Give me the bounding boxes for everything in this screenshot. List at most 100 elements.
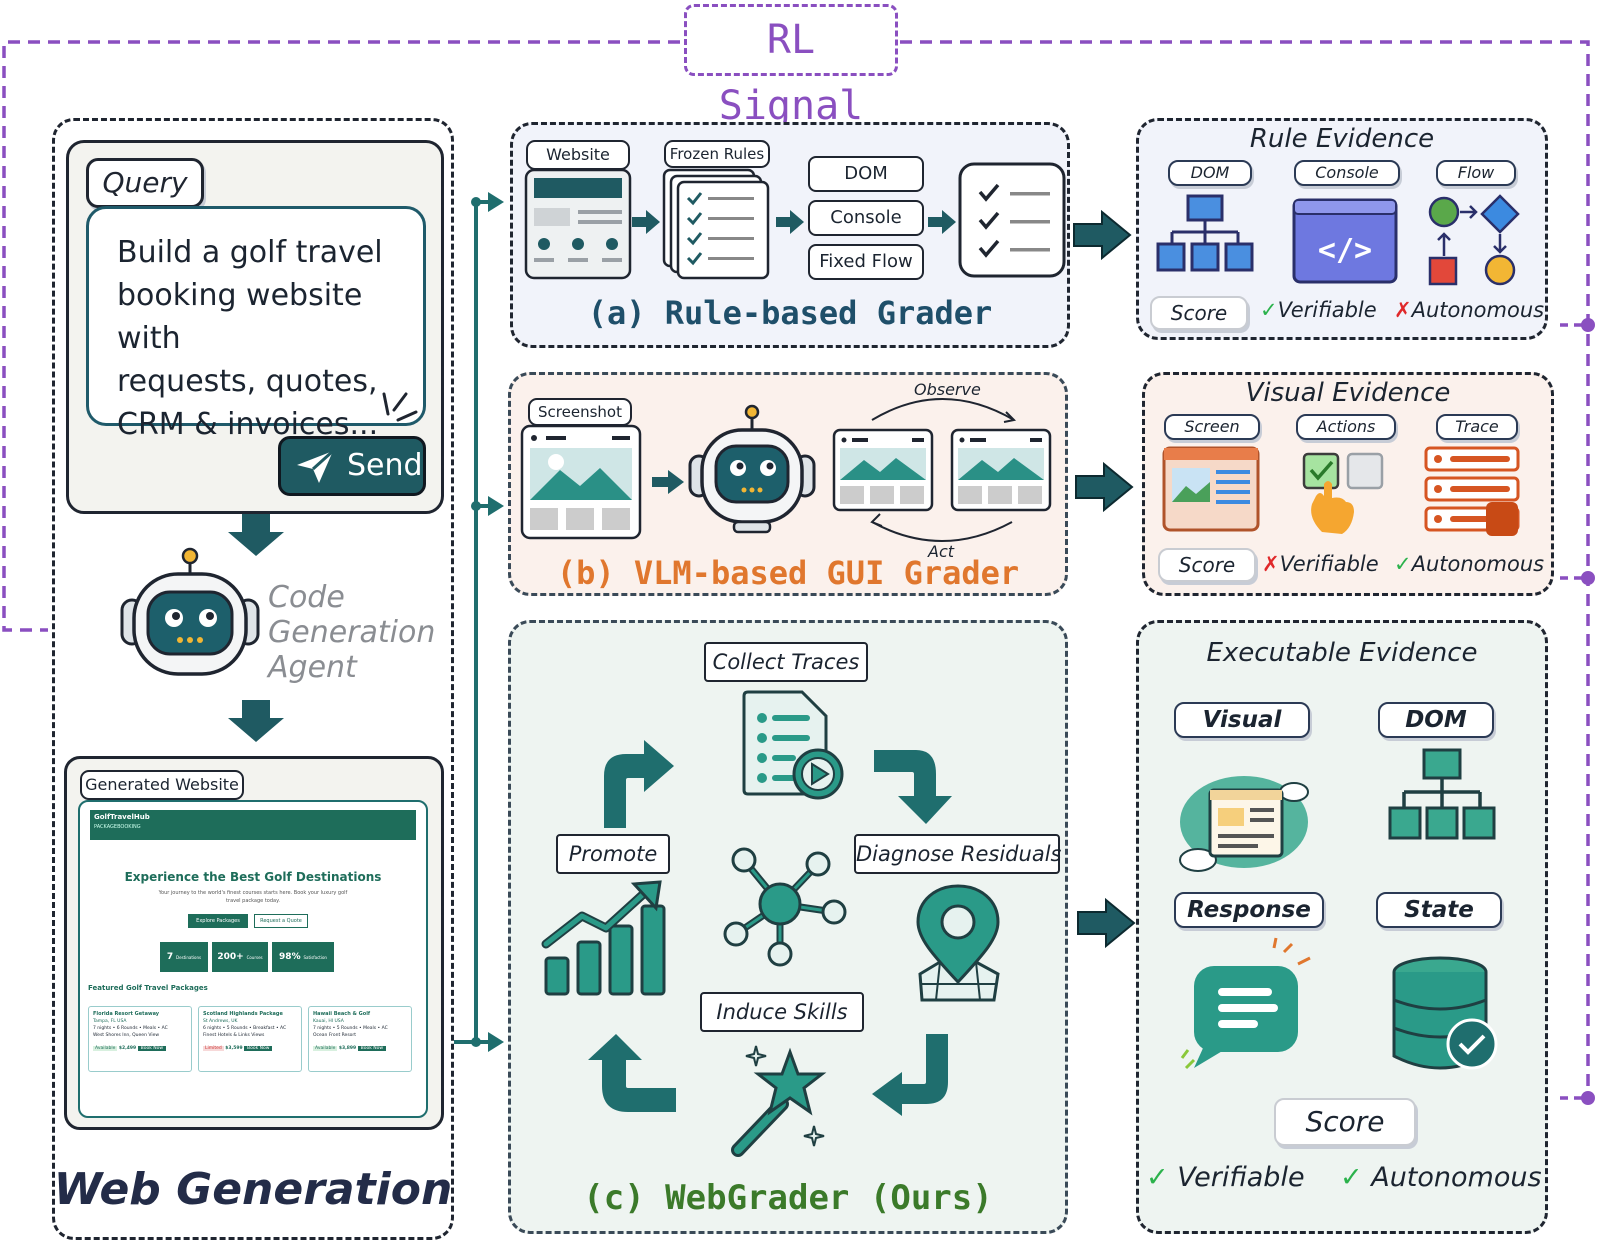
evidence-tag-actions: Actions — [1296, 414, 1396, 440]
website-tag: Website — [526, 140, 630, 170]
observe-act-loop — [870, 398, 1017, 542]
robot-icon — [120, 547, 260, 676]
checklist-icon — [958, 162, 1066, 278]
magic-wand-icon — [731, 1045, 827, 1157]
right-arrow-icon — [776, 210, 804, 234]
big-right-arrow-icon — [1073, 209, 1132, 261]
stat-box: 200+ Courses — [212, 942, 268, 972]
send-button[interactable]: Send — [278, 436, 426, 496]
site-headline: Experience the Best Golf Destinations — [124, 870, 382, 884]
explore-button[interactable]: Explore Packages — [188, 914, 248, 928]
send-label: Send — [347, 448, 423, 483]
screenshot-icon — [520, 424, 642, 540]
database-check-icon — [1392, 956, 1498, 1070]
observe-label: Observe — [914, 380, 981, 399]
evidence-tag-dom: DOM — [1378, 702, 1494, 738]
send-icon — [297, 449, 335, 483]
curved-arrow-icon — [588, 1034, 676, 1112]
evidence-tag-trace: Trace — [1436, 414, 1518, 440]
site-brand-sub: PACKAGEBOOKING — [94, 824, 141, 830]
trace-list-icon — [1424, 446, 1520, 536]
screenshot-icon — [950, 428, 1052, 512]
frozen-rules-tag: Frozen Rules — [664, 140, 770, 168]
visual-window-icon — [1179, 776, 1309, 872]
stat-box: 7 Destinations — [160, 942, 208, 972]
curved-arrow-icon — [604, 740, 674, 828]
evidence-tag-state: State — [1376, 892, 1502, 928]
package-card[interactable]: Hawaii Beach & Golf Kauai, HI USA 7 nigh… — [308, 1006, 412, 1072]
evidence-tag-response: Response — [1174, 892, 1324, 928]
evidence-tag-console: Console — [1294, 160, 1400, 186]
cross-icon: ✗ — [1394, 298, 1412, 322]
query-line: requests, quotes, — [117, 364, 378, 399]
executable-evidence-autonomous: ✓ Autonomous — [1340, 1162, 1542, 1193]
screen-icon — [1162, 446, 1260, 532]
executable-evidence-verifiable: ✓ Verifiable — [1146, 1162, 1305, 1193]
evidence-tag-screen: Screen — [1164, 414, 1260, 440]
svg-text:</>: </> — [1318, 233, 1372, 268]
generated-website-tag: Generated Website — [80, 770, 244, 800]
evidence-tag-visual: Visual — [1174, 702, 1310, 738]
screenshot-tag: Screenshot — [528, 398, 632, 426]
console-code-icon: </> — [1292, 198, 1398, 284]
robot-icon — [688, 404, 816, 534]
network-hub-icon — [723, 847, 847, 967]
big-right-arrow-icon — [1077, 897, 1136, 949]
vlm-grader-title: (b) VLM-based GUI Grader — [556, 554, 1020, 592]
visual-evidence-score: Score — [1158, 548, 1256, 582]
collect-traces-tag: Collect Traces — [704, 642, 868, 682]
rule-item-dom: DOM — [808, 156, 924, 192]
site-brand[interactable]: GolfTravelHub — [94, 813, 150, 821]
curved-arrow-icon — [872, 1034, 948, 1116]
query-tag: Query — [86, 158, 204, 208]
rule-evidence-verifiable: ✓Verifiable — [1260, 298, 1377, 322]
stat-box: 98% Satisfaction — [272, 942, 334, 972]
check-icon: ✓ — [1146, 1162, 1169, 1193]
trace-doc-play-icon — [742, 690, 844, 800]
curved-arrow-icon — [874, 750, 952, 824]
cross-icon: ✗ — [1262, 552, 1280, 576]
rule-item-console: Console — [808, 200, 924, 236]
visual-evidence-autonomous: ✓Autonomous — [1394, 552, 1545, 576]
flow-icon — [1428, 194, 1520, 286]
response-message-icon — [1180, 937, 1311, 1070]
diagnose-residuals-tag: Diagnose Residuals — [854, 834, 1061, 874]
executable-evidence-score: Score — [1274, 1098, 1416, 1146]
right-arrow-icon — [928, 210, 956, 234]
featured-heading: Featured Golf Travel Packages — [88, 984, 208, 992]
induce-skills-tag: Induce Skills — [700, 992, 864, 1032]
act-label: Act — [928, 542, 955, 561]
check-icon: ✓ — [1394, 552, 1412, 576]
package-card[interactable]: Scotland Highlands Package St Andrews, U… — [198, 1006, 302, 1072]
agent-label: Code Generation Agent — [268, 580, 448, 685]
agent-label-line: Generation — [268, 615, 436, 650]
rl-signal-label: RL Signal — [684, 4, 898, 129]
website-icon — [524, 168, 632, 280]
query-line: Build a golf travel — [117, 235, 383, 270]
screenshot-icon — [832, 428, 934, 512]
query-bubble[interactable]: Build a golf travel booking website with… — [86, 206, 426, 442]
big-right-arrow-icon — [1075, 461, 1134, 513]
rule-grader-title: (a) Rule-based Grader — [587, 294, 993, 332]
agent-label-line: Agent — [268, 650, 357, 685]
down-arrow-icon — [228, 700, 284, 742]
rule-evidence-score: Score — [1150, 296, 1248, 330]
connector-lines — [454, 192, 504, 1052]
sparkle-icon — [382, 392, 418, 422]
rule-item-fixed-flow: Fixed Flow — [808, 244, 924, 280]
right-arrow-icon — [632, 210, 660, 234]
quote-button[interactable]: Request a Quote — [254, 914, 308, 928]
website-preview[interactable]: GolfTravelHub PACKAGEBOOKING Experience … — [78, 800, 428, 1118]
site-header — [90, 810, 416, 840]
checklist-stack-icon — [662, 168, 770, 280]
dom-tree-icon — [1156, 194, 1254, 272]
package-card[interactable]: Florida Resort Getaway Tampa, FL USA 7 n… — [88, 1006, 192, 1072]
agent-label-line: Code — [268, 580, 345, 615]
web-generation-title: Web Generation — [53, 1164, 453, 1215]
growth-chart-icon — [541, 880, 666, 996]
visual-evidence-title: Visual Evidence — [1245, 378, 1451, 408]
site-subtext: travel package today. — [226, 898, 280, 904]
visual-evidence-verifiable: ✗Verifiable — [1262, 552, 1379, 576]
evidence-tag-dom: DOM — [1168, 160, 1252, 186]
down-arrow-icon — [228, 514, 284, 556]
